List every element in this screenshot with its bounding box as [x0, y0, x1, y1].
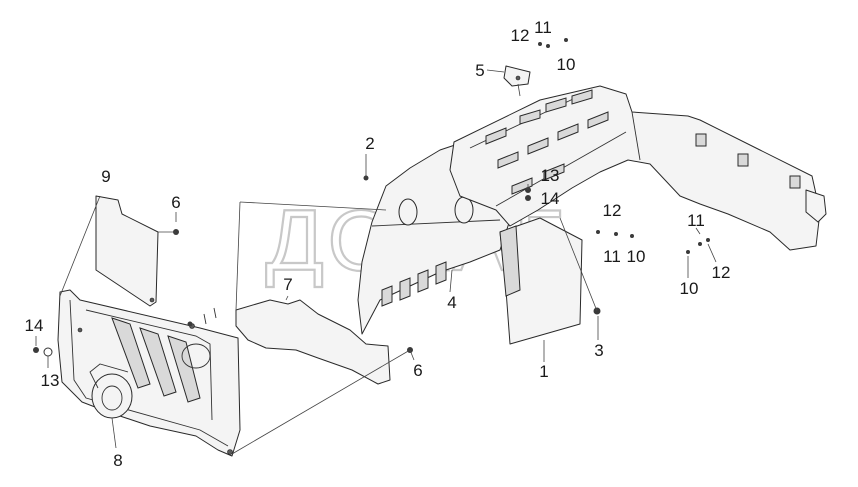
callout-3: 3	[594, 341, 603, 360]
callout-2: 2	[365, 134, 374, 153]
washer-13-left	[43, 347, 53, 357]
fastener-10-mid	[630, 234, 634, 238]
fastener-11-right	[698, 242, 702, 246]
part-1-main-fender	[449, 85, 827, 345]
part-5-bracket	[503, 65, 531, 87]
fastener-12-right	[706, 238, 710, 242]
fastener-10-top	[564, 38, 568, 42]
callout-9: 9	[101, 167, 110, 186]
callout-10-top: 10	[557, 55, 576, 74]
callout-7: 7	[283, 275, 292, 294]
callout-6-upper: 6	[171, 193, 180, 212]
callout-labels: 1 2 3 4 5 6 6 7 8 9 10 10 10 11 11 11 12…	[25, 18, 731, 470]
fastener-8-upper	[187, 321, 193, 327]
part-9-flap-plate	[95, 195, 159, 307]
fastener-14-right	[525, 195, 531, 201]
callout-13-right: 13	[541, 166, 560, 185]
callout-10-mid: 10	[627, 247, 646, 266]
fastener-11-mid	[614, 232, 618, 236]
fastener-10-right	[686, 250, 690, 254]
callout-10-right: 10	[680, 279, 699, 298]
callout-11-right: 11	[687, 211, 705, 230]
part-8-lower-shield	[57, 289, 241, 457]
callout-4: 4	[447, 293, 456, 312]
callout-12-right: 12	[712, 263, 731, 282]
callout-1: 1	[539, 362, 548, 381]
callout-14-left: 14	[25, 316, 44, 335]
callout-5: 5	[475, 61, 484, 80]
fasteners	[33, 38, 710, 357]
part-7-bracket-plate	[235, 299, 391, 385]
bolts-8	[203, 307, 217, 325]
fastener-12-mid	[596, 230, 600, 234]
callout-13-left: 13	[41, 371, 60, 390]
fastener-14-left	[33, 347, 39, 353]
callout-11-top: 11	[534, 18, 552, 37]
callout-11-mid: 11	[603, 247, 621, 266]
fastener-12-top	[538, 42, 542, 46]
callout-8: 8	[113, 451, 122, 470]
callout-12-mid: 12	[603, 201, 622, 220]
callout-6-lower: 6	[413, 361, 422, 380]
leader-lines	[35, 69, 717, 455]
callout-14-right: 14	[541, 189, 560, 208]
callout-12-top: 12	[511, 26, 530, 45]
fastener-11-top	[546, 44, 550, 48]
